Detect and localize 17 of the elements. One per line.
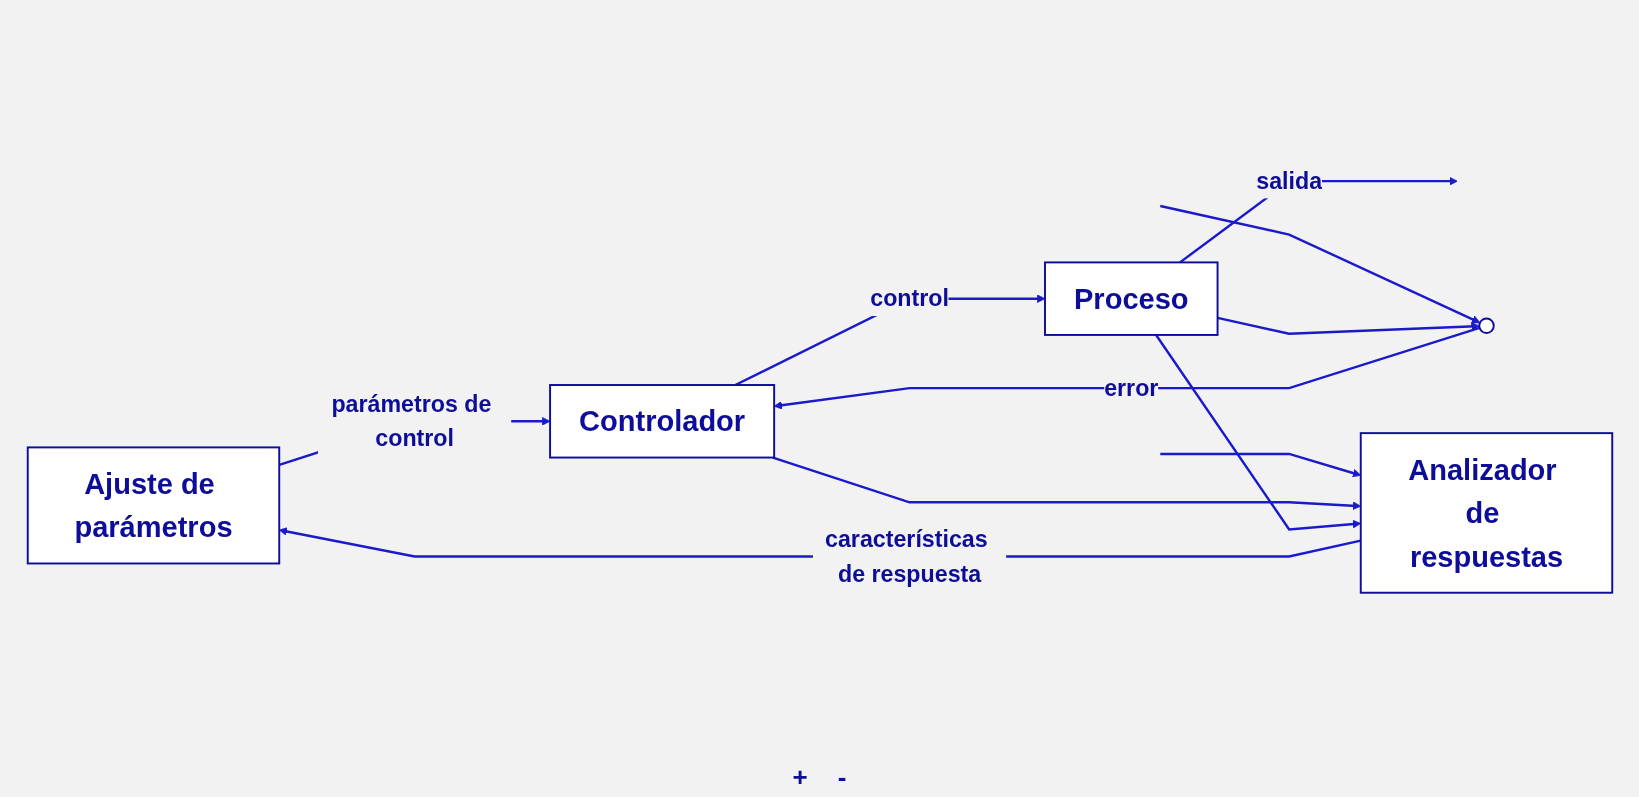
node-box: Analizador de respuestas	[1359, 432, 1613, 594]
edge-label: salida	[1255, 167, 1322, 194]
edge-label: error	[1103, 374, 1158, 401]
arrow	[1154, 334, 1361, 531]
node-box: Ajuste de parámetros	[26, 446, 280, 565]
node-circle	[1477, 317, 1495, 335]
arrow	[1159, 453, 1361, 478]
edge-label: características de respuesta	[824, 525, 988, 587]
arrow	[1159, 205, 1480, 324]
sign-label: -	[837, 761, 847, 793]
node-box: Controlador	[548, 384, 775, 459]
node-box: Proceso	[1043, 261, 1219, 337]
sign-label: +	[792, 761, 808, 793]
edge-label: control	[869, 285, 949, 312]
arrow	[773, 327, 1480, 410]
edge-label: parámetros de control	[330, 390, 491, 452]
arrow	[772, 456, 1361, 511]
